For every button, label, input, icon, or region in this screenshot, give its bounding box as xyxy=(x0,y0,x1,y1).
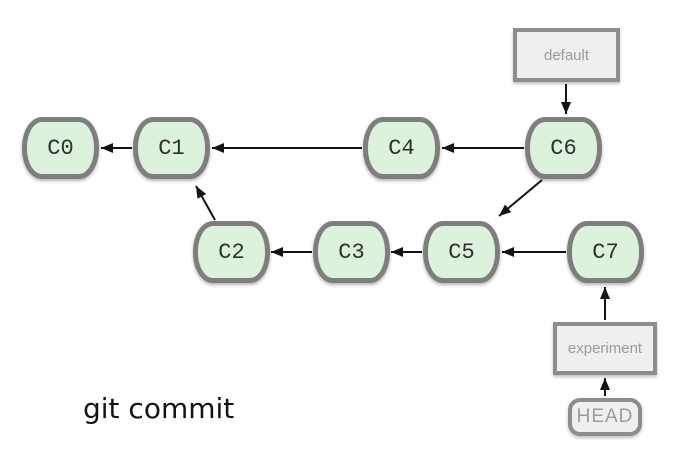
commit-label: C4 xyxy=(388,135,415,161)
caption-git-commit: git commit xyxy=(83,392,235,425)
commit-node-c5: C5 xyxy=(423,221,500,283)
branch-label-text: default xyxy=(543,46,590,64)
branch-label-experiment: experiment xyxy=(553,322,657,375)
commit-node-c2: C2 xyxy=(193,221,270,283)
edge-c6-c5 xyxy=(498,179,543,217)
commit-label: C3 xyxy=(338,239,365,265)
commit-node-c1: C1 xyxy=(133,117,210,179)
commit-node-c6: C6 xyxy=(525,117,602,179)
commit-label: C7 xyxy=(592,239,619,265)
commit-label: C5 xyxy=(448,239,475,265)
commit-label: C1 xyxy=(158,135,185,161)
edge-c2-c1 xyxy=(195,185,216,221)
commit-node-c0: C0 xyxy=(22,117,99,179)
commit-node-c4: C4 xyxy=(363,117,440,179)
commit-node-c3: C3 xyxy=(313,221,390,283)
commit-label: C2 xyxy=(218,239,245,265)
commit-label: C0 xyxy=(47,135,74,161)
commit-label: C6 xyxy=(550,135,577,161)
branch-label-text: experiment xyxy=(567,340,643,357)
commit-node-c7: C7 xyxy=(567,221,644,283)
head-label-text: HEAD xyxy=(576,406,634,427)
branch-label-default: default xyxy=(513,28,620,82)
head-pointer-label: HEAD xyxy=(568,398,642,436)
